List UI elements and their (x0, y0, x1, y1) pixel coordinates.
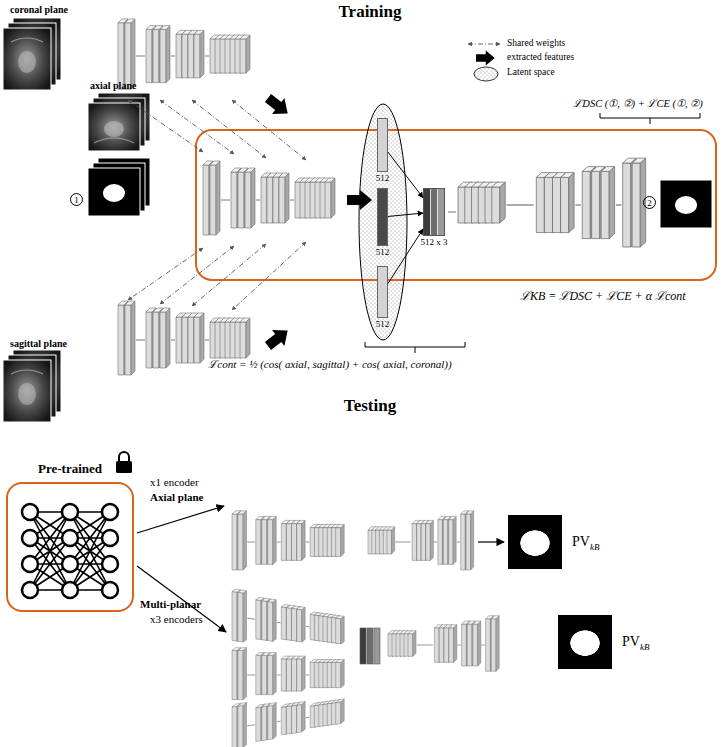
node-text-group: PVkB (622, 634, 649, 649)
output-mask: PVkB (508, 515, 562, 569)
callout-number: 1 (70, 193, 83, 206)
loss-formula: ℒKB = ℒDSC + ℒCE + α ℒcont (520, 290, 686, 304)
node-label: 512 x 3 (421, 237, 448, 247)
arrow-label: x3 encoders (150, 613, 203, 626)
pretrained-icon (22, 452, 132, 598)
node-subscript: kB (640, 642, 650, 652)
node-label: PV (622, 634, 640, 649)
brackets (365, 113, 700, 353)
testing-networks (232, 511, 499, 747)
feature-link (388, 152, 423, 198)
plane-label: axial plane (90, 80, 136, 92)
feature-link (388, 229, 423, 283)
feature-arrows (262, 90, 372, 354)
node-label: PV (572, 534, 590, 549)
legend-samples (468, 44, 500, 81)
concat-features: 512 x 3 (423, 188, 445, 236)
plane-label: sagittal plane (10, 338, 67, 350)
plane-label: coronal plane (10, 4, 68, 16)
output-mask: PVkB (558, 615, 612, 669)
arrow-label: x1 encoder (150, 476, 199, 489)
legend-text: Shared weights (507, 38, 565, 49)
decoder (448, 158, 712, 247)
node-label: 512 (376, 247, 390, 257)
arrow-label: Axial plane (150, 491, 203, 504)
legend-text: Latent space (507, 67, 555, 78)
shared-weights-links (128, 100, 306, 310)
node-subscript: kB (590, 542, 600, 552)
feature-vector: 512 (377, 188, 388, 246)
node-text-group: 512 x 3 (421, 238, 448, 248)
node-label: 512 (376, 319, 390, 329)
callout-number: 2 (643, 196, 656, 209)
arrow-label: Multi-planar (140, 598, 201, 611)
section-title: Testing (344, 396, 396, 416)
latent-space (359, 104, 407, 340)
node-text-group: 512 (376, 320, 390, 330)
node-text-group: PVkB (572, 534, 599, 549)
section-title: Training (339, 2, 402, 22)
node-label: 512 (376, 173, 390, 183)
loss-formula: ℒDSC (①, ②) + ℒCE (①, ②) (573, 98, 702, 110)
feature-link (388, 213, 423, 216)
loss-formula: ℒcont = ½ (cos( axial, sagittal) + cos( … (208, 358, 451, 371)
pretrained-model: Pre-trained (6, 482, 134, 612)
feature-vector: 512 (377, 118, 388, 172)
node-text-group: 512 (376, 248, 390, 258)
node-text-group: Pre-trained (38, 462, 102, 476)
feature-vector: 512 (377, 266, 388, 318)
node-label: Pre-trained (38, 461, 102, 476)
encoders (118, 19, 335, 375)
training-frame (196, 130, 716, 280)
node-text-group: 512 (376, 174, 390, 184)
legend-text: extracted features (507, 52, 574, 63)
